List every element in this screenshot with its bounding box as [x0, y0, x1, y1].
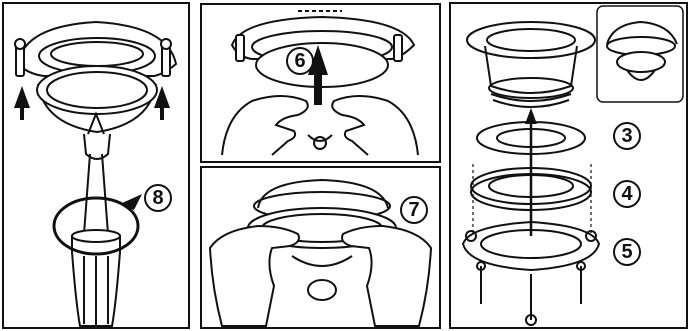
step-number-6: 6 [286, 47, 314, 75]
step-number-3: 3 [613, 122, 641, 150]
snap-ring-illustration [202, 168, 439, 327]
step-number-4: 4 [613, 180, 641, 208]
push-ring-illustration [202, 5, 439, 161]
panel-push-ring: 6 [200, 3, 441, 163]
step-number-7: 7 [400, 196, 428, 224]
step-number-8: 8 [144, 184, 172, 212]
tighten-screws-illustration [4, 4, 188, 327]
panel-exploded-assembly: 3 4 5 [449, 2, 688, 329]
panel-snap-ring: 7 [200, 166, 441, 329]
step-number-5: 5 [613, 238, 641, 266]
exploded-assembly-illustration [451, 4, 686, 327]
panel-tighten-screws: 8 [2, 2, 190, 329]
